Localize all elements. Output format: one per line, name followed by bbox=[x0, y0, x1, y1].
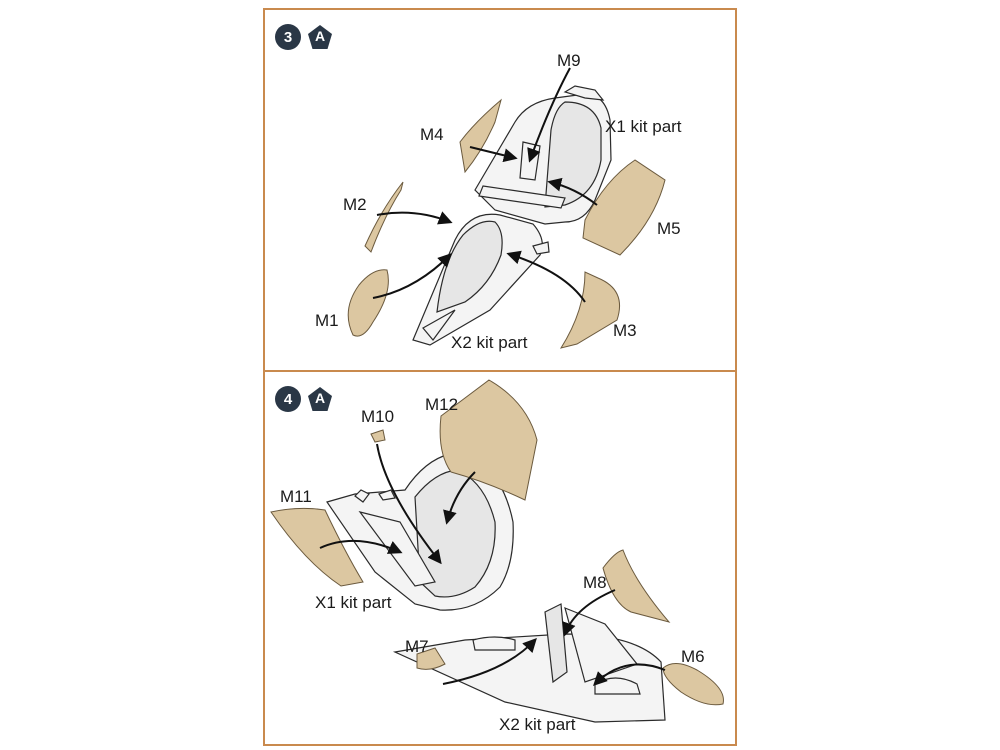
step-number-badge: 4 bbox=[275, 386, 301, 412]
label-m9: M9 bbox=[557, 51, 581, 70]
step-4-diagram: M10 M12 M11 X1 kit part M8 M7 M6 X2 kit … bbox=[270, 379, 724, 734]
step-3-diagram: M9 X1 kit part M4 M2 M5 M1 M3 X2 kit par… bbox=[315, 51, 682, 352]
arrow-m5 bbox=[547, 177, 598, 206]
label-m8: M8 bbox=[583, 573, 607, 592]
label-m12: M12 bbox=[425, 395, 458, 414]
label-x2-kit-part: X2 kit part bbox=[451, 333, 528, 352]
x2-windscreen-base bbox=[392, 603, 666, 723]
label-m11: M11 bbox=[280, 487, 312, 506]
label-x2-kit-part: X2 kit part bbox=[499, 715, 576, 734]
arrow-m6 bbox=[593, 663, 666, 686]
label-x1-kit-part: X1 kit part bbox=[315, 593, 392, 612]
mask-m4 bbox=[459, 98, 502, 174]
variant-a-pentagon-icon: A bbox=[307, 386, 333, 412]
step-3-panel: 3 A bbox=[263, 8, 737, 372]
arrow-m2 bbox=[376, 211, 453, 225]
label-m3: M3 bbox=[613, 321, 637, 340]
label-m7: M7 bbox=[405, 637, 429, 656]
label-m1: M1 bbox=[315, 311, 339, 330]
mask-m6 bbox=[662, 663, 724, 706]
mask-m12 bbox=[439, 379, 538, 501]
mask-m5 bbox=[582, 159, 666, 256]
arrow-m11 bbox=[319, 539, 403, 554]
mask-m11 bbox=[270, 507, 364, 587]
label-m6: M6 bbox=[681, 647, 705, 666]
x2-windscreen bbox=[412, 213, 550, 346]
arrow-m1 bbox=[372, 253, 452, 299]
label-m5: M5 bbox=[657, 219, 681, 238]
label-x1-kit-part: X1 kit part bbox=[605, 117, 682, 136]
mask-m2 bbox=[364, 181, 404, 253]
label-m10: M10 bbox=[361, 407, 394, 426]
variant-a-pentagon-icon: A bbox=[307, 24, 333, 50]
label-m4: M4 bbox=[420, 125, 444, 144]
arrow-m8 bbox=[562, 589, 616, 637]
arrow-m9 bbox=[527, 67, 571, 163]
arrow-m12 bbox=[443, 471, 476, 525]
arrow-m4 bbox=[469, 146, 518, 163]
step-number-badge: 3 bbox=[275, 24, 301, 50]
mask-m10 bbox=[370, 429, 386, 443]
arrow-m10 bbox=[376, 443, 442, 565]
mask-m1 bbox=[347, 269, 389, 337]
arrow-m3 bbox=[506, 250, 586, 303]
mask-m7 bbox=[416, 647, 446, 670]
step-4-badges: 4 A bbox=[275, 386, 333, 412]
arrow-m7 bbox=[442, 637, 537, 685]
step-3-badges: 3 A bbox=[275, 24, 333, 50]
step-4-panel: 4 A bbox=[263, 370, 737, 746]
label-m2: M2 bbox=[343, 195, 367, 214]
mask-m8 bbox=[602, 549, 671, 623]
mask-m3 bbox=[559, 271, 621, 349]
